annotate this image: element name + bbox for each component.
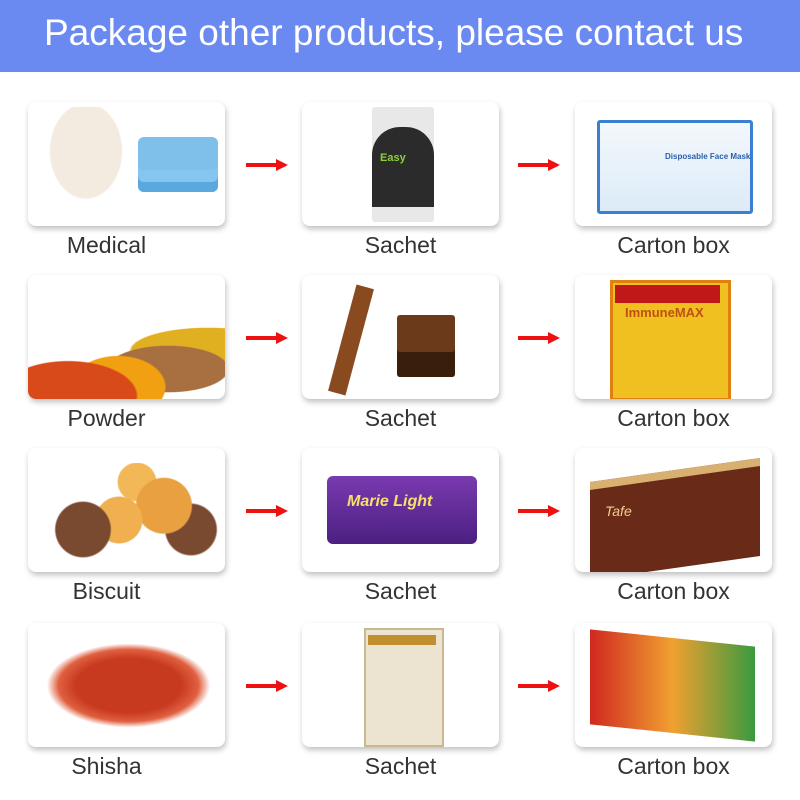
face-mask-carton-icon: Disposable Face Mask [575, 102, 772, 226]
item-label: Carton box [617, 753, 730, 779]
item-label: Sachet [364, 578, 437, 604]
shisha-tobacco-card [28, 623, 225, 747]
hair-colour-sachet-icon: Easy [302, 102, 499, 226]
header-banner: Package other products, please contact u… [0, 0, 800, 72]
shisha-sachet-icon [302, 623, 499, 747]
shisha-carton-icon [575, 623, 772, 747]
biscuits-card [28, 448, 225, 572]
arrow-right-icon [246, 679, 288, 692]
biscuit-pack-icon: Marie Light [302, 448, 499, 572]
page-title: Package other products, please contact u… [44, 12, 744, 53]
item-label: Carton box [617, 578, 730, 604]
biscuits-icon [28, 448, 225, 572]
item-label: Sachet [364, 405, 437, 431]
arrow-right-icon [246, 158, 288, 171]
item-label: Biscuit [72, 578, 141, 604]
spice-powder-card [28, 275, 225, 399]
vitamin-carton-card: ImmuneMAX [575, 275, 772, 399]
item-label: Powder [67, 405, 146, 431]
item-label: Shisha [71, 753, 142, 779]
vitamin-carton-icon: ImmuneMAX [575, 275, 772, 399]
item-label: Carton box [617, 405, 730, 431]
arrow-right-icon [518, 504, 560, 517]
item-label: Sachet [364, 232, 437, 258]
face-mask-carton-card: Disposable Face Mask [575, 102, 772, 226]
gloves-mask-icon [28, 102, 225, 226]
hair-colour-sachet-card: Easy [302, 102, 499, 226]
item-label: Sachet [364, 753, 437, 779]
shisha-carton-card [575, 623, 772, 747]
shisha-tobacco-icon [28, 623, 225, 747]
cookie-carton-icon: Tafe [575, 448, 772, 572]
item-label: Carton box [617, 232, 730, 258]
gloves-mask-card [28, 102, 225, 226]
arrow-right-icon [246, 331, 288, 344]
biscuit-pack-card: Marie Light [302, 448, 499, 572]
arrow-right-icon [518, 331, 560, 344]
coffee-sachet-card [302, 275, 499, 399]
arrow-right-icon [518, 679, 560, 692]
shisha-sachet-card [302, 623, 499, 747]
coffee-sachet-icon [302, 275, 499, 399]
arrow-right-icon [246, 504, 288, 517]
cookie-carton-card: Tafe [575, 448, 772, 572]
arrow-right-icon [518, 158, 560, 171]
item-label: Medical [66, 232, 147, 258]
spice-powder-icon [28, 275, 225, 399]
